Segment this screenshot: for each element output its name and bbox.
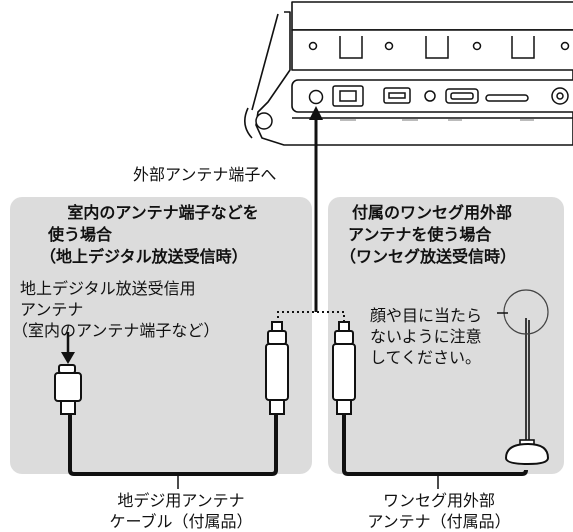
antenna-icon bbox=[503, 289, 550, 466]
warning-line-2: ないように注意 bbox=[370, 327, 482, 346]
antenna-port bbox=[308, 89, 324, 105]
left-connector-a bbox=[54, 364, 82, 415]
left-heading-line-1: 室内のアンテナ端子などを bbox=[67, 203, 259, 222]
left-cable bbox=[68, 414, 278, 476]
left-note-line-1: 地上デジタル放送受信用 bbox=[20, 279, 196, 298]
right-heading-line-1: 付属のワンセグ用外部 bbox=[352, 203, 513, 222]
external-antenna-port-label: 外部アンテナ端子へ bbox=[133, 165, 277, 184]
left-heading-line-2: 使う場合 bbox=[48, 225, 113, 244]
left-note-line-2: アンテナ bbox=[20, 300, 84, 319]
dotted-connectors bbox=[277, 311, 345, 323]
left-connector-b bbox=[265, 321, 289, 415]
tablet-device bbox=[244, 1, 573, 146]
right-cable bbox=[342, 414, 528, 476]
left-note-line-3: （室内のアンテナ端子など） bbox=[12, 321, 220, 340]
right-heading-line-2: アンテナを使う場合 bbox=[348, 225, 492, 244]
cable-caption-line-2: ケーブル（付属品） bbox=[109, 512, 253, 531]
down-arrow-icon bbox=[61, 332, 75, 364]
device-top-features bbox=[308, 36, 570, 59]
right-connector bbox=[332, 321, 356, 415]
antenna-caption-line-2: アンテナ（付属品） bbox=[367, 512, 511, 531]
cable-caption-line-1: 地デジ用アンテナ bbox=[117, 491, 245, 510]
arrow-to-port bbox=[309, 106, 323, 312]
audio-port bbox=[424, 90, 436, 102]
card-slot bbox=[485, 94, 529, 102]
left-heading-line-3: （地上デジタル放送受信時） bbox=[40, 247, 248, 266]
right-heading-line-3: （ワンセグ放送受信時） bbox=[340, 247, 517, 266]
antenna-caption-line-1: ワンセグ用外部 bbox=[382, 491, 495, 510]
warning-line-3: してください。 bbox=[370, 348, 482, 367]
right-panel bbox=[328, 197, 564, 474]
device-ports bbox=[255, 85, 569, 130]
left-panel bbox=[10, 197, 312, 474]
warning-line-1: 顔や目に当たら bbox=[370, 306, 483, 325]
